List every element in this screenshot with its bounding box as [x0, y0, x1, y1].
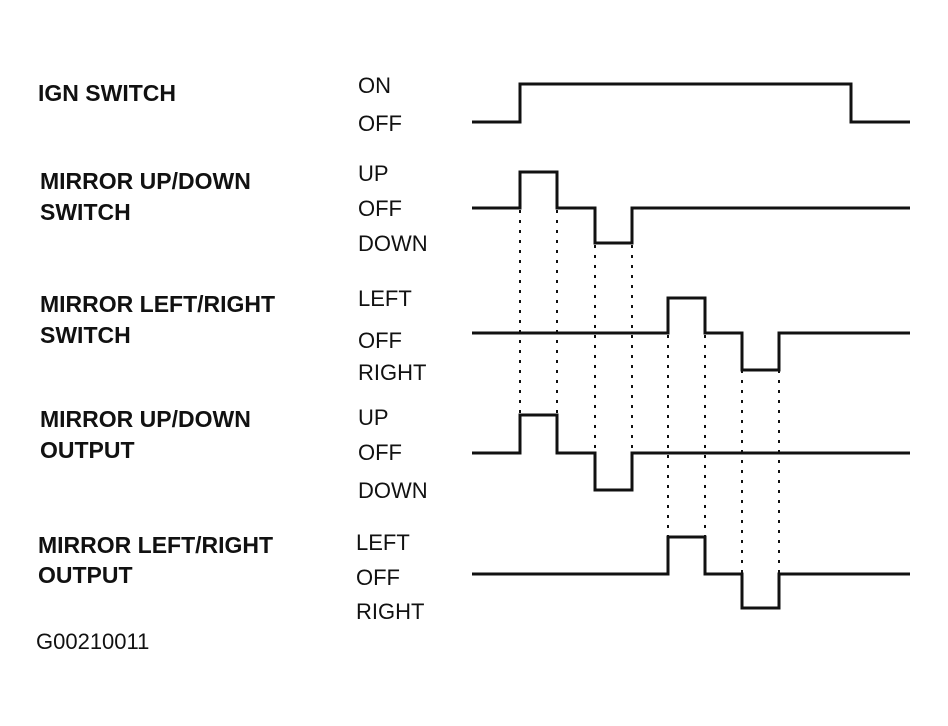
state-label-left: LEFT: [356, 530, 410, 555]
state-label-up: UP: [358, 161, 389, 186]
signal-mirror-left-right-output: MIRROR LEFT/RIGHT OUTPUT LEFT OFF RIGHT: [38, 530, 910, 624]
signal-trace: [472, 82, 910, 124]
signal-trace: [472, 413, 910, 492]
state-label-off: OFF: [358, 111, 402, 136]
state-label-down: DOWN: [358, 478, 428, 503]
state-label-right: RIGHT: [358, 360, 426, 385]
timing-guide-lines: [519, 210, 780, 575]
state-label-off: OFF: [358, 328, 402, 353]
signal-label: OUTPUT: [40, 437, 135, 463]
figure-code: G00210011: [36, 629, 149, 654]
state-label-left: LEFT: [358, 286, 412, 311]
signal-label: IGN SWITCH: [38, 80, 176, 106]
signal-label: MIRROR LEFT/RIGHT: [40, 291, 275, 317]
signal-trace: [472, 535, 910, 610]
state-label-down: DOWN: [358, 231, 428, 256]
state-label-off: OFF: [358, 440, 402, 465]
signal-mirror-up-down-output: MIRROR UP/DOWN OUTPUT UP OFF DOWN: [40, 405, 910, 503]
signal-label: MIRROR LEFT/RIGHT: [38, 532, 273, 558]
state-label-on: ON: [358, 73, 391, 98]
signal-mirror-up-down-switch: MIRROR UP/DOWN SWITCH UP OFF DOWN: [40, 161, 910, 256]
signal-trace: [472, 296, 910, 372]
signal-label: MIRROR UP/DOWN: [40, 168, 251, 194]
state-label-off: OFF: [358, 196, 402, 221]
signal-label: MIRROR UP/DOWN: [40, 406, 251, 432]
signal-label: OUTPUT: [38, 562, 133, 588]
state-label-up: UP: [358, 405, 389, 430]
signal-mirror-left-right-switch: MIRROR LEFT/RIGHT SWITCH LEFT OFF RIGHT: [40, 286, 910, 385]
signal-trace: [472, 170, 910, 245]
state-label-off: OFF: [356, 565, 400, 590]
state-label-right: RIGHT: [356, 599, 424, 624]
signal-label: SWITCH: [40, 322, 131, 348]
signal-label: SWITCH: [40, 199, 131, 225]
signal-ign-switch: IGN SWITCH ON OFF: [38, 73, 910, 136]
